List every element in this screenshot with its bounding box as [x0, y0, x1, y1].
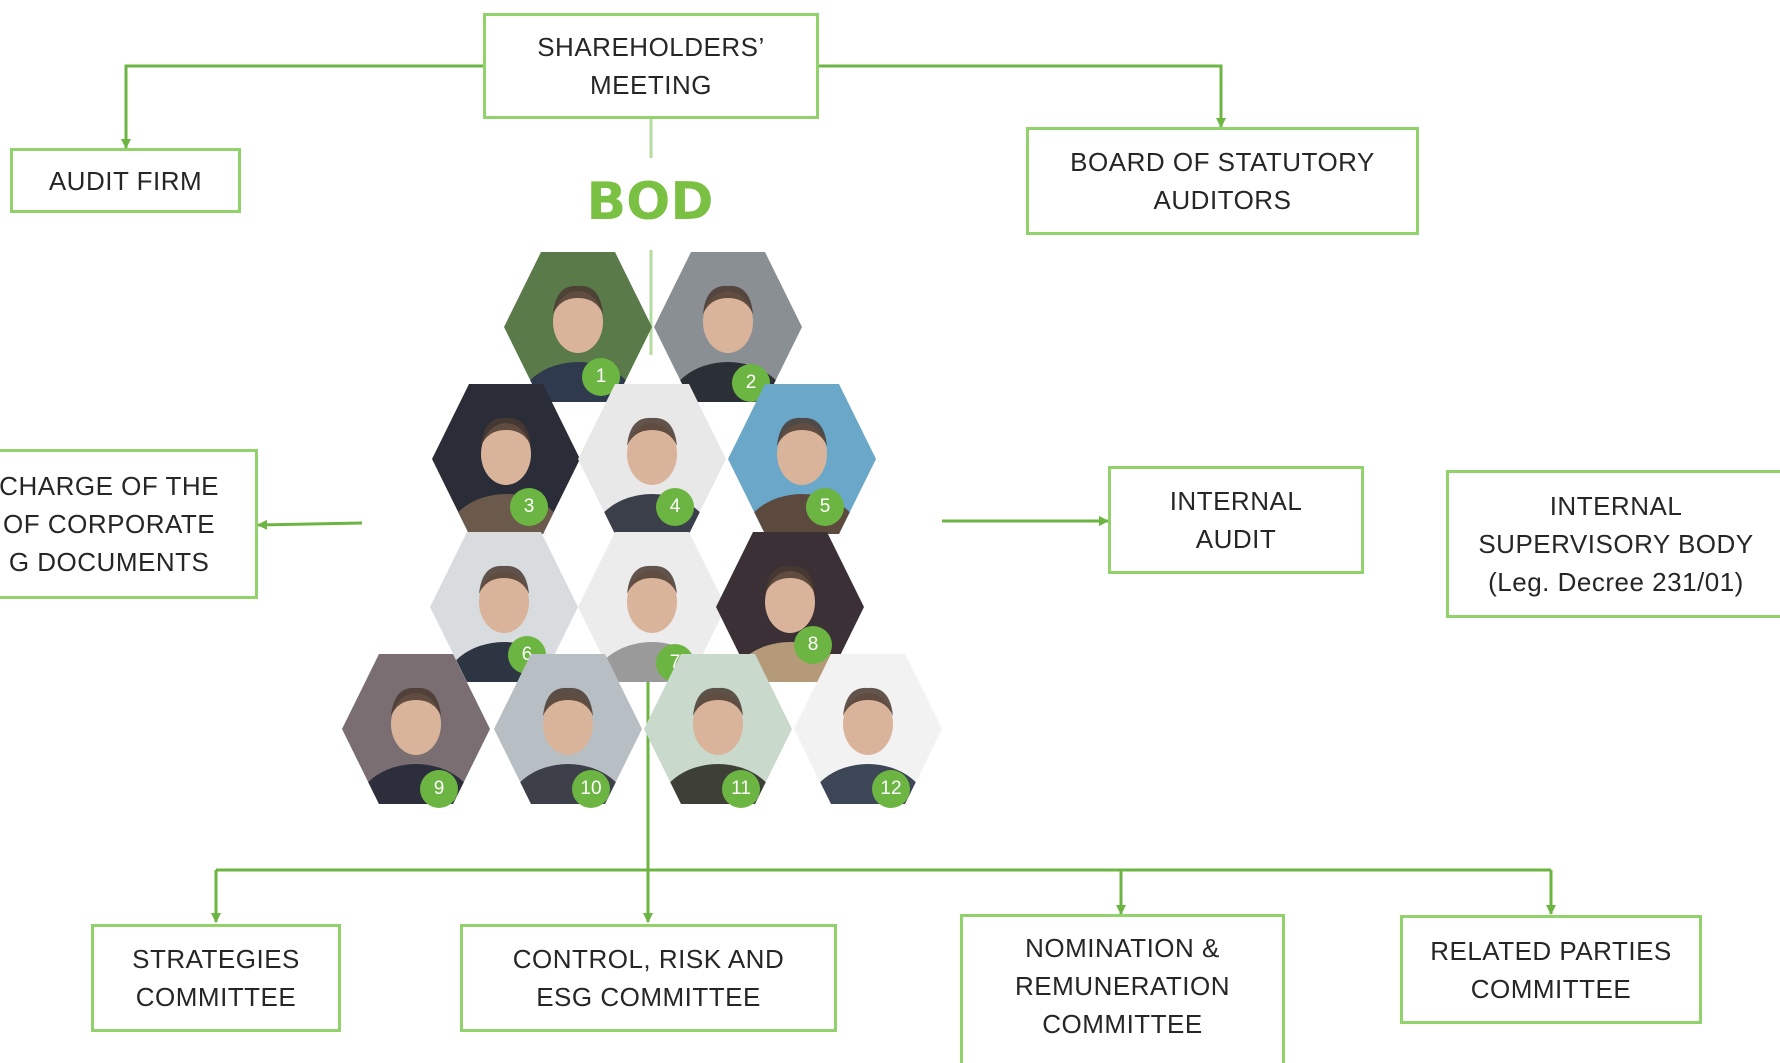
- portrait-hexagon: [494, 654, 642, 804]
- portrait-hexagon: [342, 654, 490, 804]
- nomination-remuneration-committee-box: NOMINATION & REMUNERATION COMMITTEE: [960, 914, 1285, 1063]
- line-to-corporate-documents: [257, 519, 363, 530]
- audit-firm-label: AUDIT FIRM: [48, 165, 203, 196]
- strategies-committee-label: STRATEGIES COMMITTEE: [132, 944, 300, 1012]
- internal-supervisory-body-label: INTERNAL SUPERVISORY BODY (Leg. Decree 2…: [1478, 491, 1754, 597]
- portrait-hexagon: [654, 252, 802, 402]
- bod-member-portrait: 5: [728, 384, 876, 534]
- member-number-badge: 5: [806, 488, 844, 526]
- bod-member-portrait: 2: [654, 252, 802, 402]
- internal-audit-box: INTERNAL AUDIT: [1108, 466, 1364, 574]
- member-number-badge: 11: [722, 770, 760, 808]
- board-of-statutory-auditors-box: BOARD OF STATUTORY AUDITORS: [1026, 127, 1419, 235]
- portrait-hexagon: [794, 654, 942, 804]
- member-number-badge: 12: [872, 770, 910, 808]
- bod-member-portrait: 1: [504, 252, 652, 402]
- control-risk-esg-committee-box: CONTROL, RISK AND ESG COMMITTEE: [460, 924, 837, 1032]
- bod-member-portrait: 12: [794, 654, 942, 808]
- portrait-hexagon: [504, 252, 652, 402]
- corporate-documents-label: CHARGE OF THE OF CORPORATE G DOCUMENTS: [0, 471, 219, 577]
- line-to-audit-firm: [121, 64, 483, 149]
- bod-member-portrait: 4: [578, 384, 726, 534]
- bod-member-portrait: 9: [342, 654, 490, 808]
- audit-firm-box: AUDIT FIRM: [10, 148, 241, 213]
- internal-audit-label: INTERNAL AUDIT: [1169, 486, 1303, 554]
- portrait-hexagon: [578, 384, 726, 534]
- portrait-hexagon: [728, 384, 876, 534]
- related-parties-committee-label: RELATED PARTIES COMMITTEE: [1430, 935, 1672, 1004]
- bod-member-portrait: 11: [644, 654, 792, 808]
- internal-supervisory-body-box: INTERNAL SUPERVISORY BODY (Leg. Decree 2…: [1446, 470, 1780, 618]
- bod-member-portrait: 10: [494, 654, 642, 808]
- control-risk-esg-committee-label: CONTROL, RISK AND ESG COMMITTEE: [512, 944, 785, 1012]
- member-number-badge: 8: [794, 626, 832, 664]
- related-parties-committee-box: RELATED PARTIES COMMITTEE: [1400, 915, 1702, 1024]
- member-number-badge: 9: [420, 770, 458, 808]
- member-number-badge: 10: [572, 770, 610, 808]
- nomination-remuneration-committee-label: NOMINATION & REMUNERATION COMMITTEE: [1015, 933, 1230, 1039]
- member-number-badge: 3: [510, 488, 548, 526]
- bod-member-portrait: 3: [432, 384, 580, 534]
- strategies-committee-box: STRATEGIES COMMITTEE: [91, 924, 341, 1032]
- line-to-statutory-auditors: [818, 64, 1226, 128]
- portrait-hexagon: [644, 654, 792, 804]
- shareholders-meeting-label: SHAREHOLDERS’ MEETING: [537, 32, 765, 100]
- shareholders-meeting-box: SHAREHOLDERS’ MEETING: [483, 13, 819, 119]
- corporate-documents-box: CHARGE OF THE OF CORPORATE G DOCUMENTS: [0, 449, 258, 599]
- member-number-badge: 4: [656, 488, 694, 526]
- bod-title: BOD: [560, 172, 740, 232]
- board-of-statutory-auditors-label: BOARD OF STATUTORY AUDITORS: [1070, 147, 1375, 215]
- portrait-hexagon: [432, 384, 580, 534]
